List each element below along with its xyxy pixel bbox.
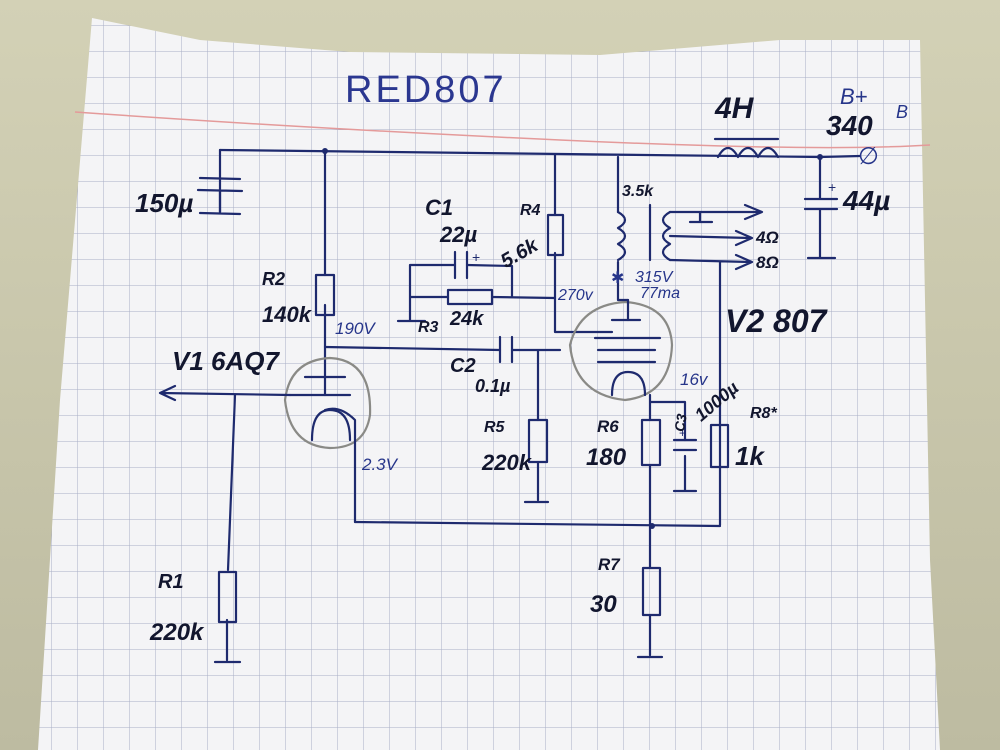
r3-name: R3 [418,319,439,336]
r8-value: 1k [735,441,765,471]
r1-value: 220k [149,619,205,646]
schematic-title: RED807 [345,69,507,111]
r7-value: 30 [590,591,617,618]
r6-resistor [640,418,662,467]
c2-name: C2 [450,355,476,377]
bplus-unit: B [896,102,908,122]
filter-cap-left [196,176,244,216]
c2-value: 0.1µ [475,376,511,396]
filter-cap-right: + [803,155,839,260]
r4-resistor [546,213,565,257]
margin-line [74,111,931,149]
r7-resistor [641,566,662,617]
ot-secondary [661,210,672,262]
c1-capacitor [453,250,469,280]
v2-label: V2 807 [725,303,829,339]
bplus-terminal-icon: ∅ [858,143,879,170]
r1-resistor [217,570,238,624]
r3-value: 24k [449,308,484,330]
v2-plate-current: 77ma [640,285,680,302]
r5-name: R5 [484,419,506,436]
ot-primary-label: 3.5k [622,183,654,200]
v1-cathode-voltage: 2.3V [361,455,399,474]
r3-resistor [446,288,494,306]
bplus-label: B+ [840,84,868,109]
r7-name: R7 [598,555,621,574]
v1-label: V1 6AQ7 [172,346,280,376]
c1-name: C1 [425,195,453,220]
c1-value: 22µ [439,222,477,247]
filter-cap-right-label: 44µ [842,185,890,216]
r2-value: 140k [262,302,313,327]
r4-name: R4 [520,202,541,219]
v2-tube [568,298,674,402]
r6-value: 180 [586,444,627,471]
ot-tap-8ohm: 8Ω [756,253,779,272]
v2-cathode-voltage: 16v [680,370,709,389]
filter-cap-left-label: 150µ [135,188,193,218]
r8-resistor [709,423,730,469]
tap-star-icon: ✱ [611,270,624,287]
v2-plate-voltage: 315V [635,269,674,286]
r1-name: R1 [158,571,184,593]
c3-name: C3 [671,412,690,433]
bplus-voltage: 340 [826,110,873,141]
ot-primary [616,210,627,262]
c3-capacitor [672,438,698,452]
svg-text:+: + [679,426,686,440]
ot-tap-4ohm: 4Ω [755,228,779,247]
r2-name: R2 [262,269,285,289]
choke-inductor [716,146,780,159]
r8-name: R8* [750,405,777,422]
c2-capacitor [498,335,514,364]
v1-tube [283,356,372,524]
r5-resistor [527,418,549,464]
v1-plate-voltage: 190V [335,319,376,338]
graph-paper-sheet [38,18,940,750]
r6-name: R6 [597,417,619,436]
screen-voltage: 270v [557,287,594,304]
r5-value: 220k [481,450,533,475]
choke-label: 4H [714,92,755,125]
input-arrow[interactable] [158,384,292,402]
svg-text:+: + [828,179,836,195]
r2-resistor [314,273,336,317]
svg-text:+: + [472,249,480,265]
